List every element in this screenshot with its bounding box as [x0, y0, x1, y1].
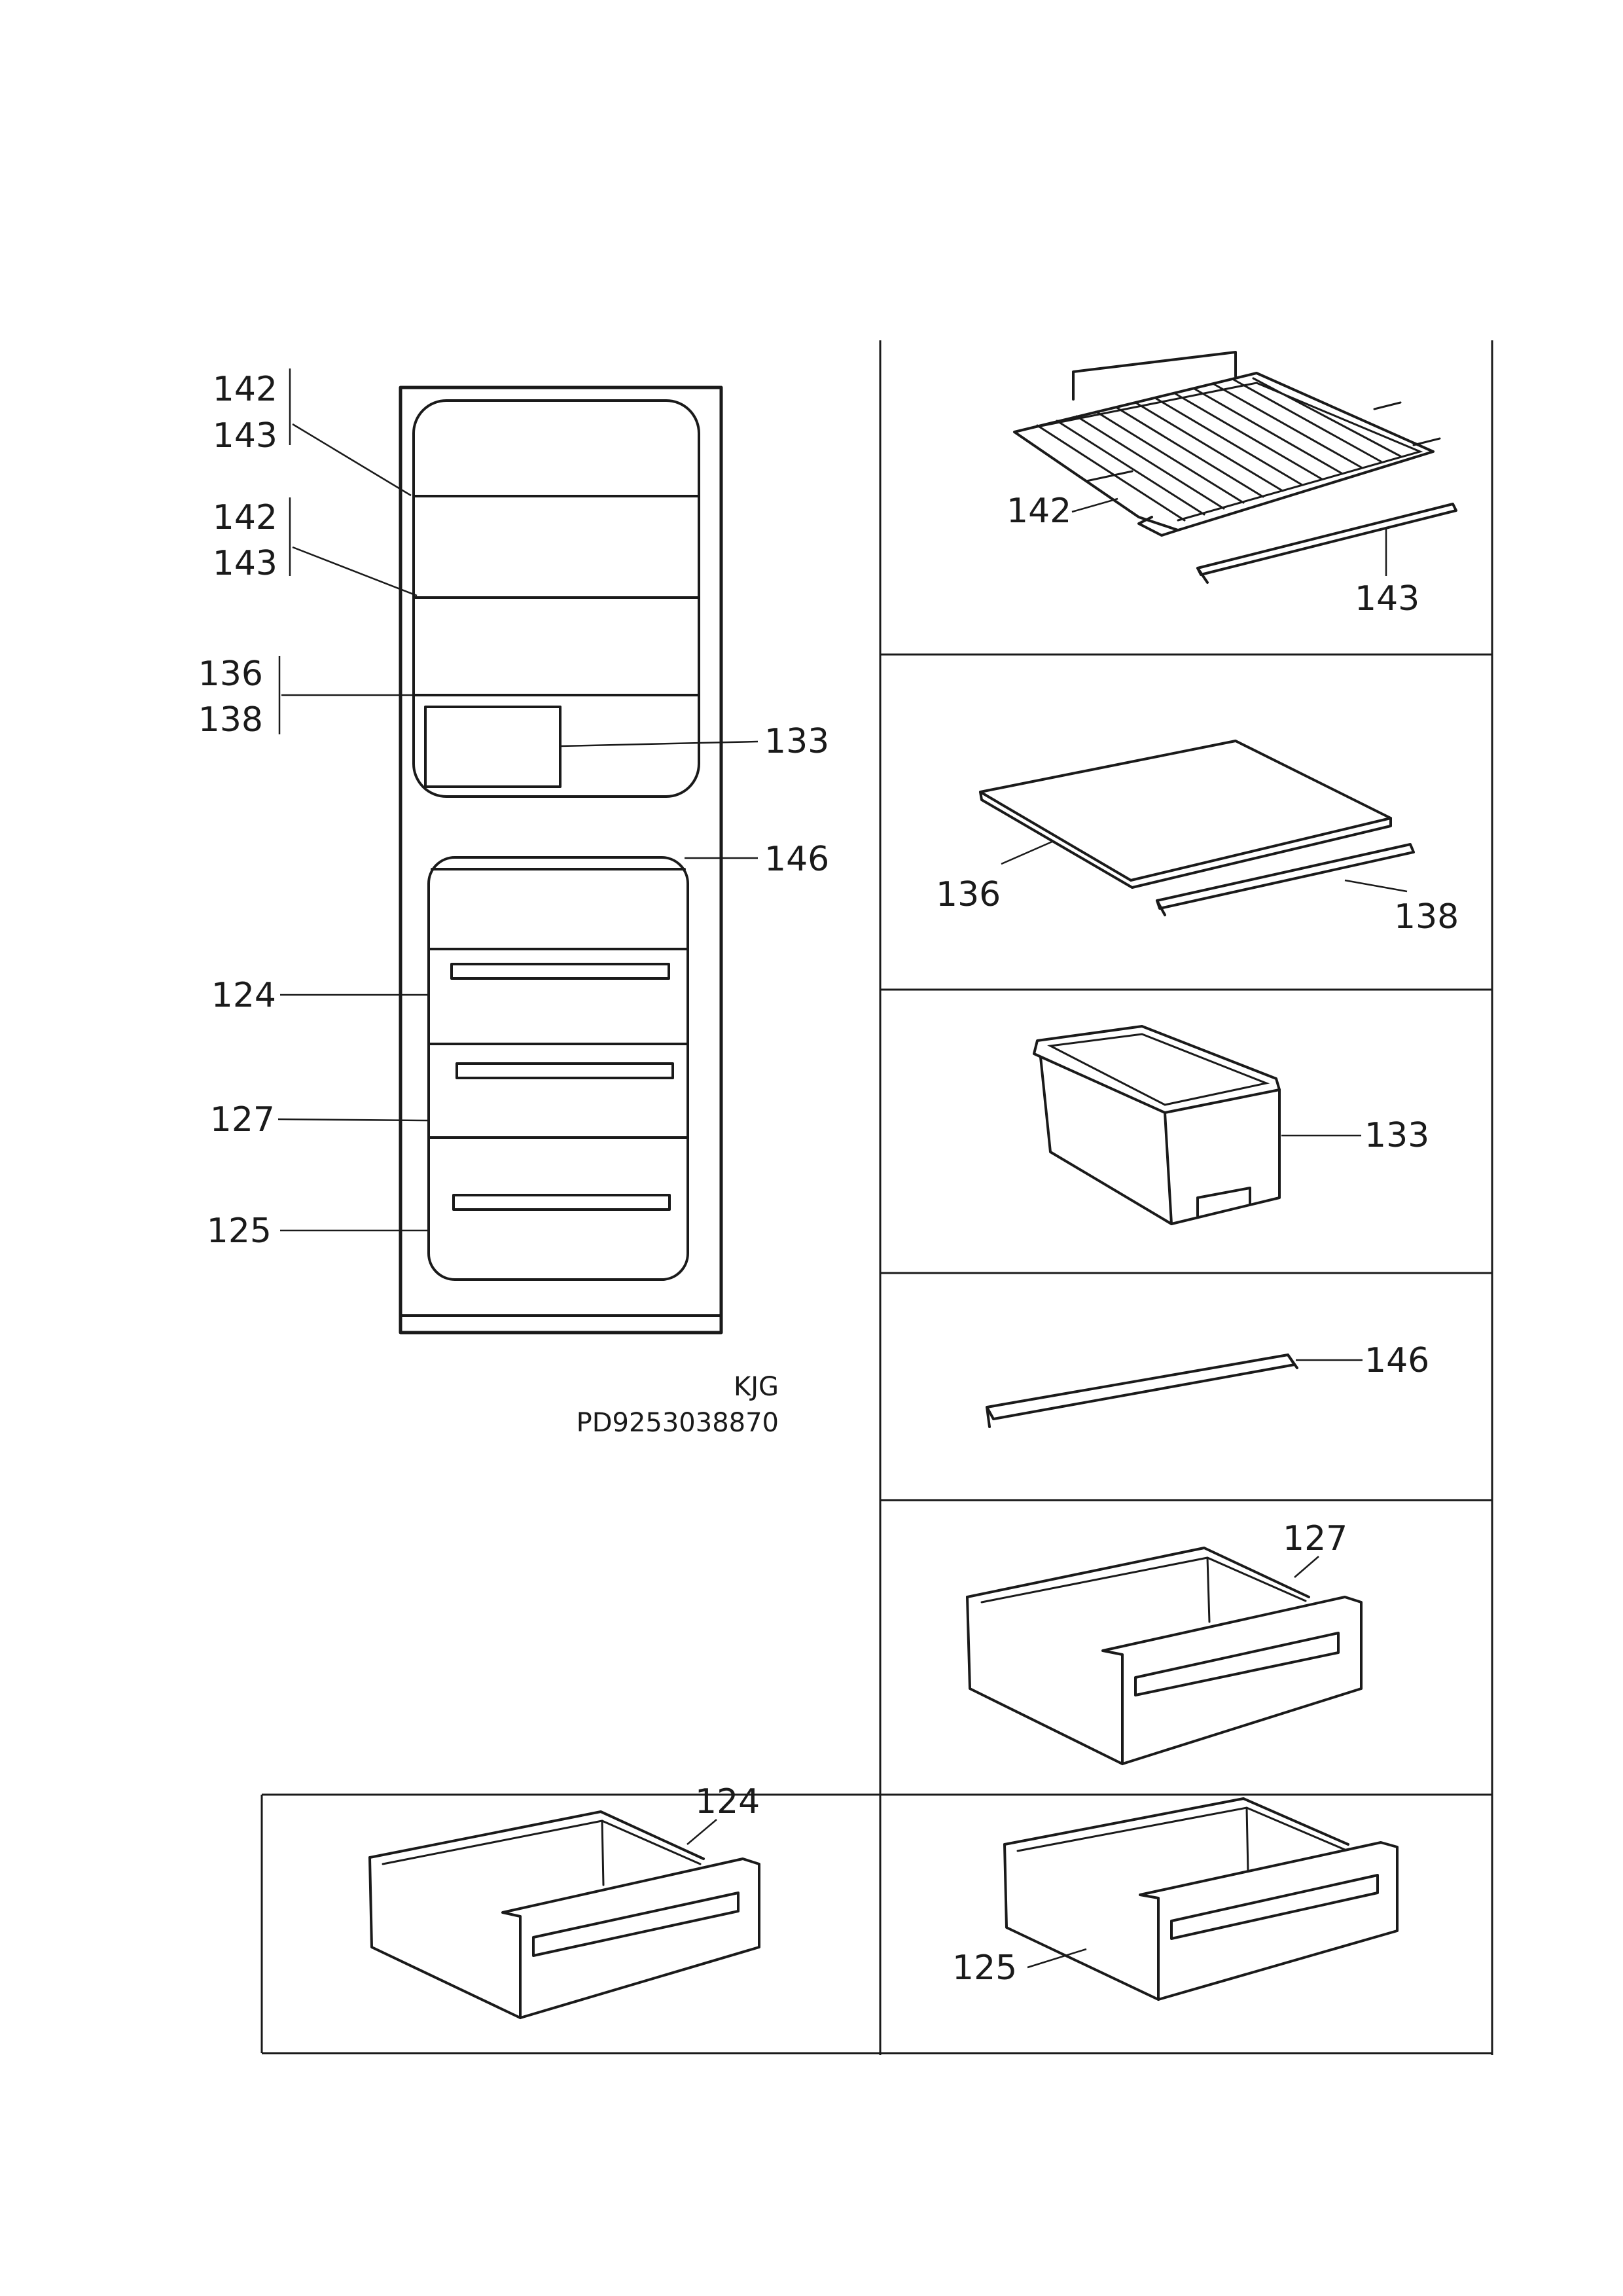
leader-drawer-middle	[277, 1118, 429, 1122]
wire-shelf-front-hook	[1137, 516, 1179, 537]
parts-grid	[260, 340, 1493, 2055]
drawer-handle-upper	[450, 963, 670, 980]
glass-shelf-thickness	[979, 791, 1392, 889]
drawer-127-inner-corner	[1206, 1556, 1211, 1623]
label-127: 127	[1283, 1519, 1347, 1558]
strip-146	[986, 1354, 1296, 1420]
drawer-125-inner-corner	[1245, 1806, 1249, 1873]
leader-shelf-mid	[292, 546, 418, 597]
leader-125	[1027, 1948, 1087, 1969]
leader-136	[1001, 840, 1054, 865]
callout-143-top: 143	[213, 416, 277, 456]
leader-142	[1071, 497, 1118, 513]
callout-136: 136	[198, 655, 263, 694]
drawer-125-rim	[1003, 1797, 1349, 1846]
drawer-124-inner	[382, 1820, 702, 1865]
leader-138	[1344, 879, 1408, 893]
wire-shelf-back-rail	[1072, 351, 1237, 401]
drawer-127-body	[966, 1596, 1124, 1765]
wire-shelf-frame	[1013, 372, 1435, 531]
leader-124	[687, 1819, 717, 1845]
glass-trim-138-end	[1156, 899, 1166, 916]
drawer-handle-lower	[452, 1194, 671, 1211]
callout-125: 125	[207, 1211, 272, 1251]
appliance-overview: 142 143 142 143 136 138 133 146 124 127 …	[198, 368, 829, 1438]
label-138: 138	[1394, 897, 1459, 937]
model-code-line1: KJG	[734, 1372, 779, 1402]
panel-drawer-127: 127	[966, 1519, 1363, 1765]
label-142: 142	[1007, 492, 1071, 531]
label-146: 146	[1364, 1341, 1429, 1380]
label-125: 125	[952, 1948, 1017, 1988]
drawer-124-rim	[368, 1810, 705, 1860]
leader-shelf-top	[292, 423, 412, 497]
callout-133: 133	[764, 722, 829, 761]
callout-127: 127	[210, 1100, 275, 1139]
leader-127	[1294, 1556, 1319, 1578]
box-front-edge	[1164, 1111, 1173, 1225]
wire-shelf-right-pins	[1373, 401, 1441, 446]
drawer-124-handle	[532, 1892, 740, 1957]
callout-142-top: 142	[213, 370, 277, 409]
leader-box	[560, 740, 758, 747]
label-133: 133	[1364, 1116, 1429, 1155]
glass-shelf-plate	[979, 740, 1392, 882]
drawer-127-inner	[980, 1556, 1307, 1604]
upper-compartment	[412, 399, 700, 798]
callout-124: 124	[211, 976, 276, 1015]
cabinet-outline	[399, 386, 723, 1335]
callout-142-mid: 142	[213, 498, 277, 537]
wire-shelf-side-rod	[1085, 470, 1133, 482]
panel-drawer-124: 124	[368, 1782, 760, 2019]
drawer-124-front	[501, 1857, 760, 2019]
drawer-124-inner-corner	[601, 1820, 605, 1886]
drawer-125-inner	[1016, 1806, 1346, 1852]
drawer-127-front	[1101, 1596, 1363, 1765]
callout-138: 138	[198, 700, 263, 740]
lower-compartment	[427, 856, 689, 1281]
drawer-124-body	[368, 1856, 522, 2019]
label-136: 136	[936, 875, 1001, 914]
model-code-line2: PD9253038870	[577, 1408, 779, 1438]
drawer-handle-middle	[455, 1062, 674, 1079]
drawer-127-handle	[1134, 1632, 1340, 1696]
drawer-125-front	[1139, 1841, 1399, 2001]
box-outline	[424, 706, 562, 788]
drawer-125-handle	[1170, 1874, 1379, 1940]
panel-glass-shelf: 136 138	[936, 740, 1459, 937]
panel-crisper-box: 133	[1033, 1025, 1429, 1225]
box-handle-notch	[1196, 1187, 1251, 1217]
label-143: 143	[1355, 579, 1419, 619]
strip-146-end	[986, 1354, 1298, 1428]
box-inner-rim	[1047, 1033, 1270, 1106]
panel-wire-shelf: 142 143	[1007, 351, 1457, 619]
drawer-125-body	[1003, 1843, 1160, 2001]
wire-shelf-bars	[1036, 377, 1402, 522]
rail-143-end	[1196, 567, 1209, 584]
label-124: 124	[695, 1782, 760, 1821]
callout-143-mid: 143	[213, 544, 277, 583]
callout-146: 146	[764, 840, 829, 879]
panel-strip: 146	[986, 1341, 1429, 1428]
rail-143	[1196, 503, 1457, 576]
panel-drawer-125: 125	[952, 1797, 1399, 2001]
drawer-127-rim	[966, 1547, 1310, 1598]
